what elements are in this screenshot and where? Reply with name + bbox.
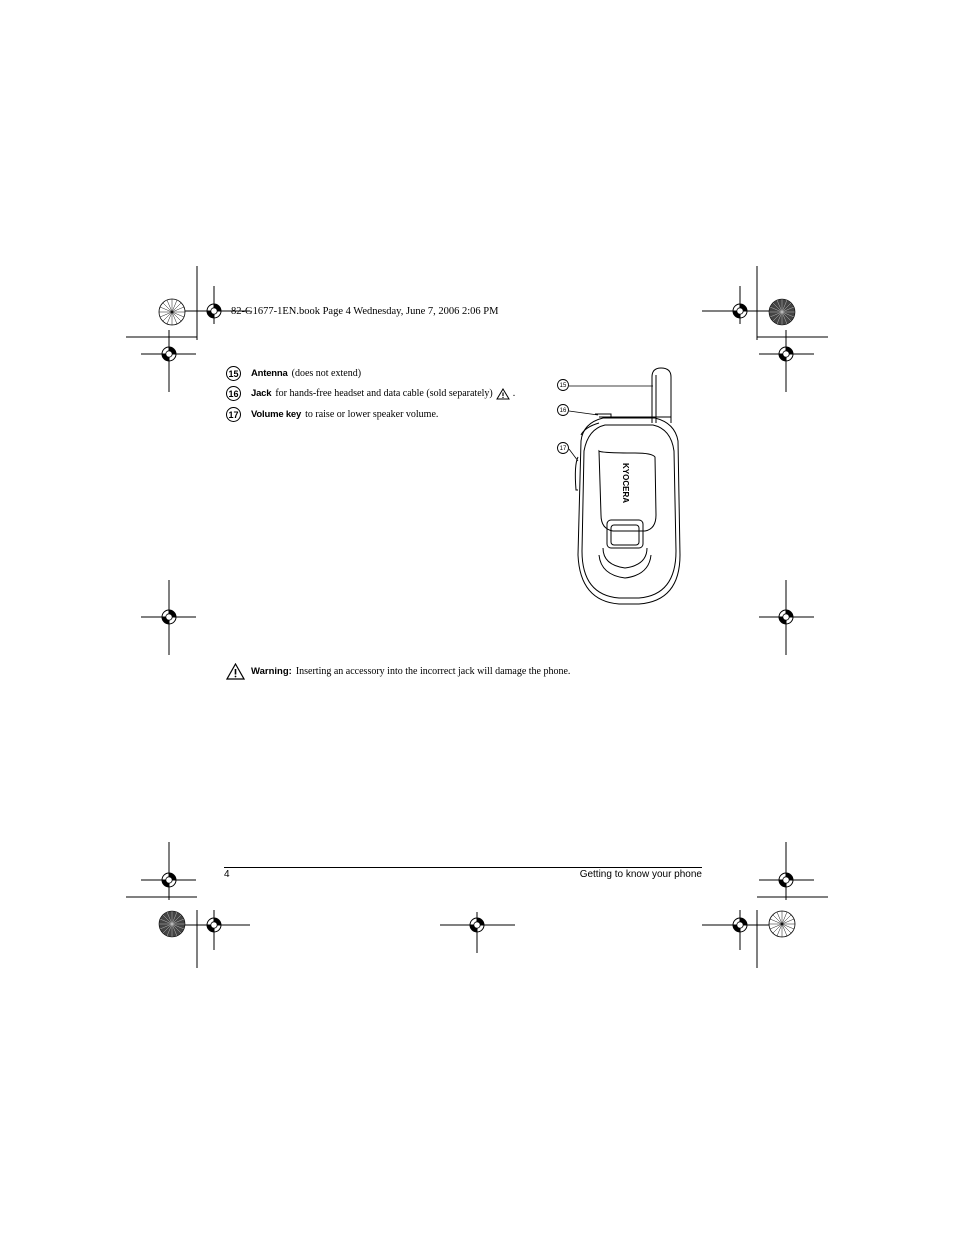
section-title: Getting to know your phone (579, 869, 702, 880)
book-info: 82-G1677-1EN.book Page 4 Wednesday, June… (231, 306, 499, 317)
warning-text: Inserting an accessory into the incorrec… (295, 666, 571, 677)
item-number: 16 (226, 386, 241, 401)
item-term: Jack (251, 388, 272, 399)
page-number: 4 (224, 869, 230, 880)
item-number: 15 (226, 366, 241, 381)
warning-label: Warning: (251, 666, 292, 677)
item-description: (does not extend) (291, 368, 362, 379)
phone-illustration: KYOCERA 15 16 17 (555, 365, 695, 615)
list-item: 17 Volume key to raise or lower speaker … (226, 407, 438, 422)
list-item: 16 Jack for hands-free headset and data … (226, 386, 515, 401)
list-item: 15 Antenna (does not extend) (226, 366, 361, 381)
callout-17: 17 (560, 446, 567, 452)
brand-text: KYOCERA (621, 463, 630, 503)
item-term: Volume key (251, 409, 302, 420)
warning-triangle-icon (226, 663, 245, 680)
footer-divider (224, 867, 702, 868)
item-suffix: . (512, 388, 516, 399)
warning-note: Warning: Inserting an accessory into the… (226, 663, 570, 680)
callout-15: 15 (560, 383, 567, 389)
phone-back-drawing: KYOCERA 15 16 17 (557, 367, 681, 605)
callout-16: 16 (560, 408, 567, 414)
item-description: for hands-free headset and data cable (s… (275, 388, 493, 399)
warning-triangle-icon (495, 387, 510, 399)
item-number: 17 (226, 407, 241, 422)
item-term: Antenna (251, 368, 288, 379)
item-description: to raise or lower speaker volume. (305, 409, 439, 420)
